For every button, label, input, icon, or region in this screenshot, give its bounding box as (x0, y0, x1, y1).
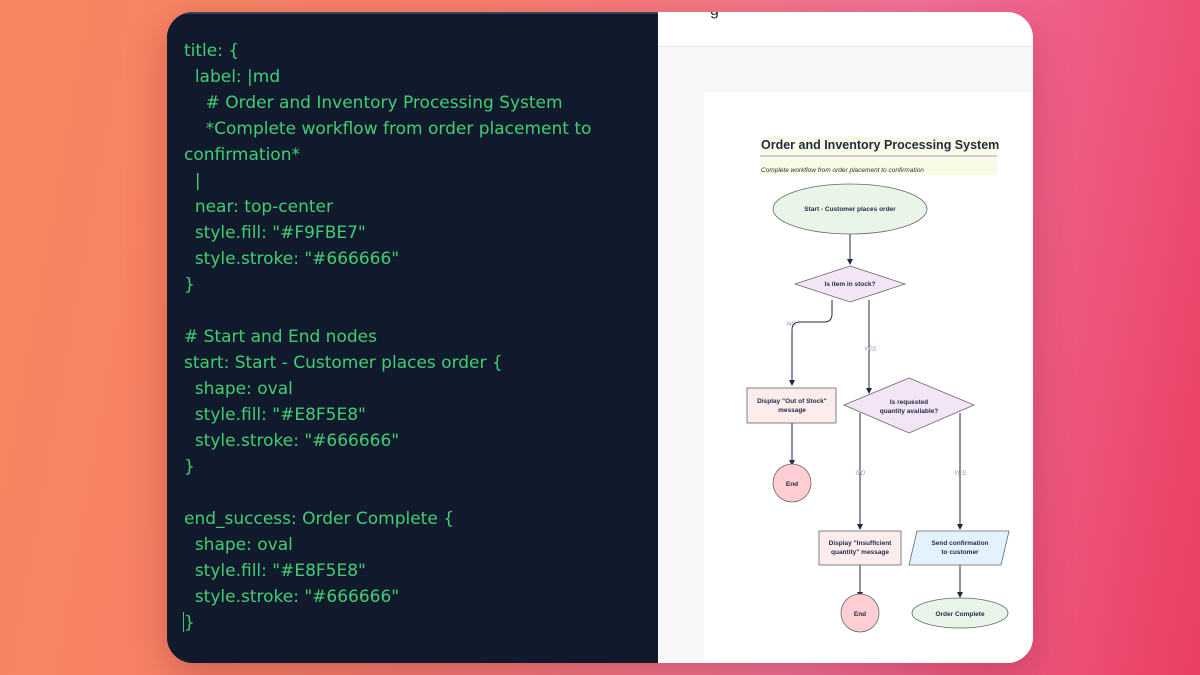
node-out-of-stock-label-1: Display "Out of Stock" (757, 398, 827, 405)
edge-label-no: NO (856, 471, 865, 477)
node-qty-check-label-1: Is requested (890, 399, 928, 406)
code-line: start: Start - Customer places order { (184, 353, 503, 373)
code-line: style.fill: "#F9FBE7" (184, 223, 366, 243)
code-line: near: top-center (184, 197, 333, 217)
node-send-confirmation[interactable] (908, 530, 1010, 566)
code-line: style.stroke: "#666666" (184, 431, 400, 451)
node-out-of-stock-label-2: message (778, 407, 806, 414)
node-start-label: Start - Customer places order (804, 206, 896, 213)
code-line: shape: oval (184, 535, 293, 555)
node-send-confirmation-label-2: to customer (941, 549, 979, 556)
code-line: } (184, 457, 195, 477)
app-window: title: { label: |md # Order and Inventor… (167, 12, 1033, 663)
flowchart: Order and Inventory Processing System Co… (746, 137, 1010, 633)
node-insufficient[interactable] (818, 530, 902, 566)
code-editor[interactable]: title: { label: |md # Order and Inventor… (167, 12, 658, 663)
code-line (184, 298, 652, 324)
code-line: style.fill: "#E8F5E8" (184, 405, 366, 425)
edge-label-yes: YES (954, 471, 966, 477)
node-end-label: End (854, 611, 866, 618)
diagram-subtitle: Complete workflow from order placement t… (761, 167, 924, 174)
node-stock-check-label: Is item in stock? (825, 281, 876, 288)
diagram-preview[interactable]: g Order and Inventory Processing System … (658, 12, 1033, 663)
node-order-complete[interactable] (911, 597, 1009, 629)
edge-label-no: NO (787, 322, 796, 328)
code-line: # Order and Inventory Processing System (184, 93, 563, 113)
code-line (184, 480, 652, 506)
preview-toolbar: g (658, 12, 1033, 47)
edge-label-yes: YES (864, 347, 876, 353)
node-end-insufficient[interactable] (840, 593, 880, 633)
node-order-complete-label: Order Complete (935, 611, 985, 618)
code-line: | (184, 171, 201, 191)
node-qty-check-label-2: quantity available? (880, 408, 939, 415)
code-line: *Complete workflow from order placement … (184, 119, 597, 165)
edge-stock-no (789, 300, 833, 386)
code-line: } (183, 612, 195, 633)
code-line: label: |md (184, 67, 281, 87)
node-end-out-of-stock[interactable] (772, 463, 812, 503)
node-insufficient-label-2: quantity" message (831, 549, 889, 556)
node-stock-check[interactable] (793, 265, 907, 303)
preview-canvas[interactable]: Order and Inventory Processing System Co… (658, 47, 1033, 663)
code-line: shape: oval (184, 379, 293, 399)
code-line: style.stroke: "#666666" (184, 587, 400, 607)
node-send-confirmation-label-1: Send confirmation (931, 540, 988, 547)
code-line: style.stroke: "#666666" (184, 249, 400, 269)
node-qty-check[interactable] (842, 377, 976, 434)
node-start[interactable] (772, 183, 928, 235)
node-end-label: End (786, 481, 798, 488)
code-line: style.fill: "#E8F5E8" (184, 561, 366, 581)
node-out-of-stock[interactable] (746, 387, 837, 424)
toolbar-partial-text: g (710, 12, 719, 20)
node-insufficient-label-1: Display "Insufficient (829, 540, 893, 547)
code-line: title: { (184, 41, 240, 61)
code-text[interactable]: title: { label: |md # Order and Inventor… (183, 38, 652, 636)
code-line: } (184, 275, 195, 295)
code-line: end_success: Order Complete { (184, 509, 455, 529)
diagram-title: Order and Inventory Processing System (761, 138, 999, 152)
code-line: # Start and End nodes (184, 327, 377, 347)
text-cursor (183, 612, 184, 632)
diagram-sheet: Order and Inventory Processing System Co… (704, 92, 1033, 663)
